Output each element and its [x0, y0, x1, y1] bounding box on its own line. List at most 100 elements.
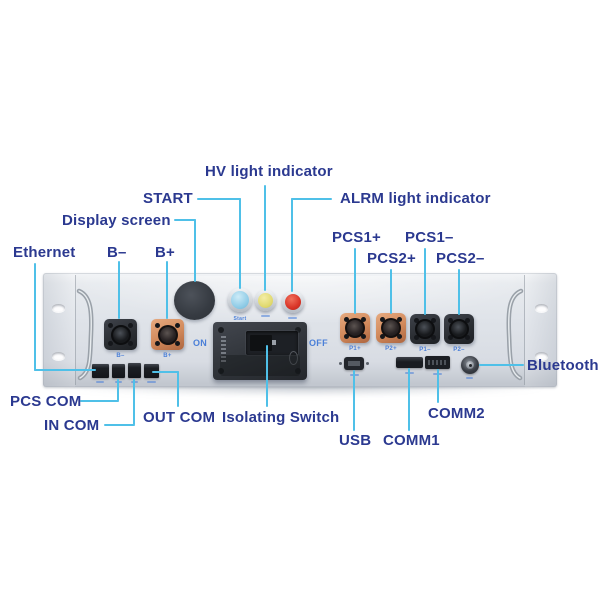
leader-comm1	[408, 368, 410, 431]
callout-pcs1-plus: PCS1+	[332, 229, 381, 246]
leader-pcs1-plus	[354, 248, 356, 314]
leader-pcs-com	[117, 379, 119, 401]
comm2-port	[425, 356, 450, 369]
ethernet-port	[92, 364, 109, 383]
terminal-socket	[345, 318, 365, 338]
display-screen	[174, 281, 215, 320]
leader-display	[194, 219, 196, 282]
hv-light-cap	[258, 293, 273, 308]
ear-seam-right	[524, 275, 525, 385]
leader-ethernet	[34, 369, 96, 371]
comm2-pins	[428, 360, 430, 365]
mounting-hole	[535, 352, 548, 360]
switch-lower-cover	[220, 355, 300, 376]
callout-pcs-com: PCS COM	[10, 393, 82, 410]
bluetooth-marking	[466, 377, 473, 379]
terminal-bolts	[414, 318, 419, 323]
callout-pcs2-minus: PCS2–	[436, 250, 485, 267]
b-minus-marking: B–	[116, 353, 125, 359]
bluetooth-knob	[466, 361, 474, 369]
p2-plus-marking: P2+	[385, 346, 397, 352]
port-marking	[147, 381, 156, 383]
callout-out-com: OUT COM	[143, 409, 216, 426]
p1-plus-marking: P1+	[349, 346, 361, 352]
leader-pcs1-minus	[424, 248, 426, 315]
alrm-light-cap	[285, 294, 301, 310]
terminal-bolts	[344, 317, 349, 322]
switch-brand-text	[221, 335, 226, 362]
alrm-light-marking	[288, 317, 297, 319]
callout-b-minus: B–	[107, 244, 127, 261]
b-minus-terminal: B–	[104, 319, 137, 359]
isolating-switch	[213, 322, 307, 380]
callout-pcs1-minus: PCS1–	[405, 229, 454, 246]
leader-in-com	[133, 379, 135, 425]
leader-pcs2-minus	[458, 269, 460, 315]
leader-alrm	[291, 198, 332, 200]
leader-in-com	[104, 424, 135, 426]
terminal-socket	[157, 324, 178, 345]
terminal-bolts	[108, 323, 113, 328]
callout-isolating-switch: Isolating Switch	[222, 409, 340, 426]
b-plus-marking: B+	[163, 353, 172, 359]
start-button-cap	[231, 291, 249, 309]
usb-screw	[339, 362, 342, 365]
leader-hv	[264, 185, 266, 291]
leader-alrm	[291, 198, 293, 292]
b-plus-terminal: B+	[151, 319, 184, 359]
terminal-bolts	[448, 318, 453, 323]
leader-comm2	[437, 369, 439, 403]
leader-display	[174, 219, 196, 221]
callout-pcs2-plus: PCS2+	[367, 250, 416, 267]
leader-out-com	[152, 371, 179, 373]
mounting-hole	[535, 304, 548, 312]
leader-out-com	[177, 371, 179, 407]
pcs2-minus-terminal: P2–	[444, 314, 474, 353]
p1-minus-marking: P1–	[419, 347, 431, 353]
callout-bluetooth: Bluetooth	[527, 357, 599, 374]
leader-usb	[353, 370, 355, 431]
switch-slot	[246, 331, 298, 355]
usb-screw	[366, 362, 369, 365]
comm1-port	[396, 357, 423, 368]
leader-b-minus	[118, 261, 120, 319]
start-button: Start	[228, 288, 252, 322]
leader-b-plus	[166, 261, 168, 319]
switch-lever	[250, 335, 276, 351]
usb-port	[344, 357, 364, 370]
ear-seam-left	[75, 275, 76, 385]
terminal-socket	[110, 324, 131, 345]
on-marking: ON	[193, 338, 208, 348]
terminal-socket	[415, 319, 435, 339]
usb-slot	[348, 361, 360, 366]
callout-alrm-light: ALRM light indicator	[340, 190, 491, 207]
p2-minus-marking: P2–	[453, 347, 465, 353]
leader-isolating-switch	[266, 345, 268, 407]
leader-start	[197, 198, 241, 200]
port-marking	[96, 381, 104, 383]
mounting-hole	[52, 352, 65, 360]
mounting-hole	[52, 304, 65, 312]
callout-in-com: IN COM	[44, 417, 100, 434]
leader-pcs2-plus	[390, 269, 392, 314]
callout-hv-light: HV light indicator	[205, 163, 333, 180]
switch-screws	[218, 327, 224, 333]
terminal-bolts	[155, 323, 160, 328]
callout-b-plus: B+	[155, 244, 175, 261]
callout-comm1: COMM1	[383, 432, 440, 449]
switch-emboss	[289, 351, 298, 365]
terminal-socket	[449, 319, 469, 339]
pcs1-plus-terminal: P1+	[340, 313, 370, 352]
off-marking: OFF	[309, 338, 328, 348]
pcs1-minus-terminal: P1–	[410, 314, 440, 353]
bluetooth-button	[461, 356, 479, 374]
leader-ethernet	[34, 263, 36, 371]
callout-usb: USB	[339, 432, 372, 449]
start-button-marking: Start	[233, 316, 247, 322]
pcs-com-port	[112, 364, 125, 383]
pcs2-plus-terminal: P2+	[376, 313, 406, 352]
callout-comm2: COMM2	[428, 405, 485, 422]
callout-ethernet: Ethernet	[13, 244, 76, 261]
in-com-port	[128, 363, 141, 383]
